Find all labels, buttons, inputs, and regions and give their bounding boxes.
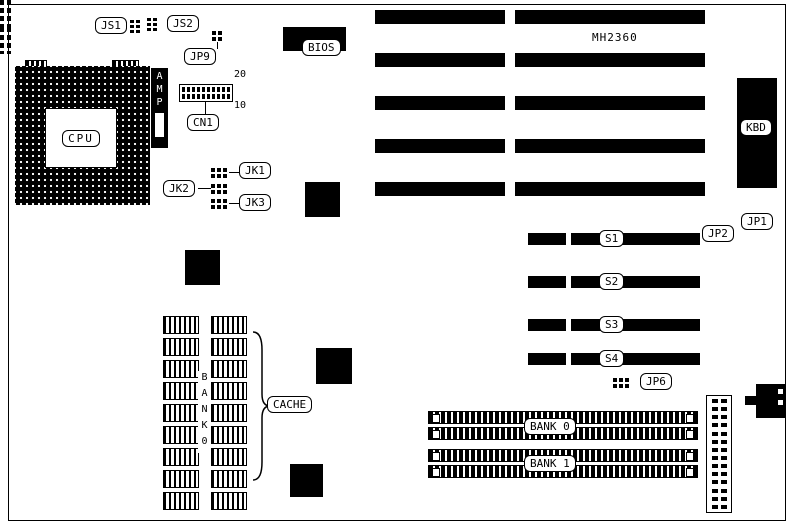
board-model-text: MH2360 — [592, 31, 638, 44]
chip-3 — [316, 348, 352, 384]
jp2-jumper — [0, 27, 11, 54]
js2-jumper — [147, 18, 157, 31]
jk3-leader-line — [229, 203, 239, 204]
cn1-pin20-label: 20 — [234, 69, 247, 80]
amp-label: AMP — [154, 71, 165, 110]
cache-label: CACHE — [267, 396, 313, 413]
jk2-label: JK2 — [163, 180, 195, 197]
jp1-label: JP1 — [741, 213, 773, 230]
power-connector — [706, 395, 732, 513]
isa-slots-right-segments — [515, 10, 705, 196]
amp-slot — [155, 113, 164, 137]
bios-label: BIOS — [302, 39, 341, 56]
s1-label: S1 — [599, 230, 625, 247]
isa-slots-left-segments — [375, 10, 505, 196]
chip-1 — [305, 182, 340, 217]
board-outline — [8, 4, 786, 521]
chip-4 — [290, 464, 323, 497]
s3-label: S3 — [599, 316, 625, 333]
jk3-label: JK3 — [239, 194, 271, 211]
cpu-label: CPU — [62, 129, 100, 147]
jp9-label: JP9 — [184, 48, 216, 65]
jk2-leader-line — [198, 188, 211, 189]
cn1-header — [179, 84, 233, 102]
s2-label: S2 — [599, 273, 625, 290]
cpu-socket: CPU — [15, 66, 150, 205]
external-connector-tab — [745, 396, 757, 405]
cache-dip-column-right — [211, 316, 247, 510]
js1-label: JS1 — [95, 17, 127, 34]
cn1-leader-line — [205, 102, 206, 115]
chip-2 — [185, 250, 220, 285]
s4-label: S4 — [599, 350, 625, 367]
external-connector — [756, 384, 786, 418]
jk3-jumper — [211, 199, 227, 209]
js2-label: JS2 — [167, 15, 199, 32]
jp6-jumper — [613, 378, 629, 388]
cache-bank0-vertical-label: BANK0 — [198, 371, 210, 453]
amp-connector: AMP — [151, 68, 168, 148]
jk2-jumper — [211, 184, 227, 194]
cpu-die: CPU — [45, 108, 117, 168]
jp1-jumper — [0, 0, 11, 27]
cache-dip-column-left — [163, 316, 199, 510]
jk1-label: JK1 — [239, 162, 271, 179]
jp9-jumper — [212, 31, 222, 41]
simm-bank0-label: BANK 0 — [524, 418, 576, 435]
jp9-leader-line — [217, 42, 218, 49]
kbd-label: KBD — [740, 119, 772, 136]
jp6-label: JP6 — [640, 373, 672, 390]
js1-jumper — [130, 20, 140, 33]
simm-bank1-label: BANK 1 — [524, 455, 576, 472]
cn1-pin10-label: 10 — [234, 100, 247, 111]
cn1-label: CN1 — [187, 114, 219, 131]
jk1-leader-line — [229, 172, 239, 173]
jk1-jumper — [211, 168, 227, 178]
jp2-label: JP2 — [702, 225, 734, 242]
